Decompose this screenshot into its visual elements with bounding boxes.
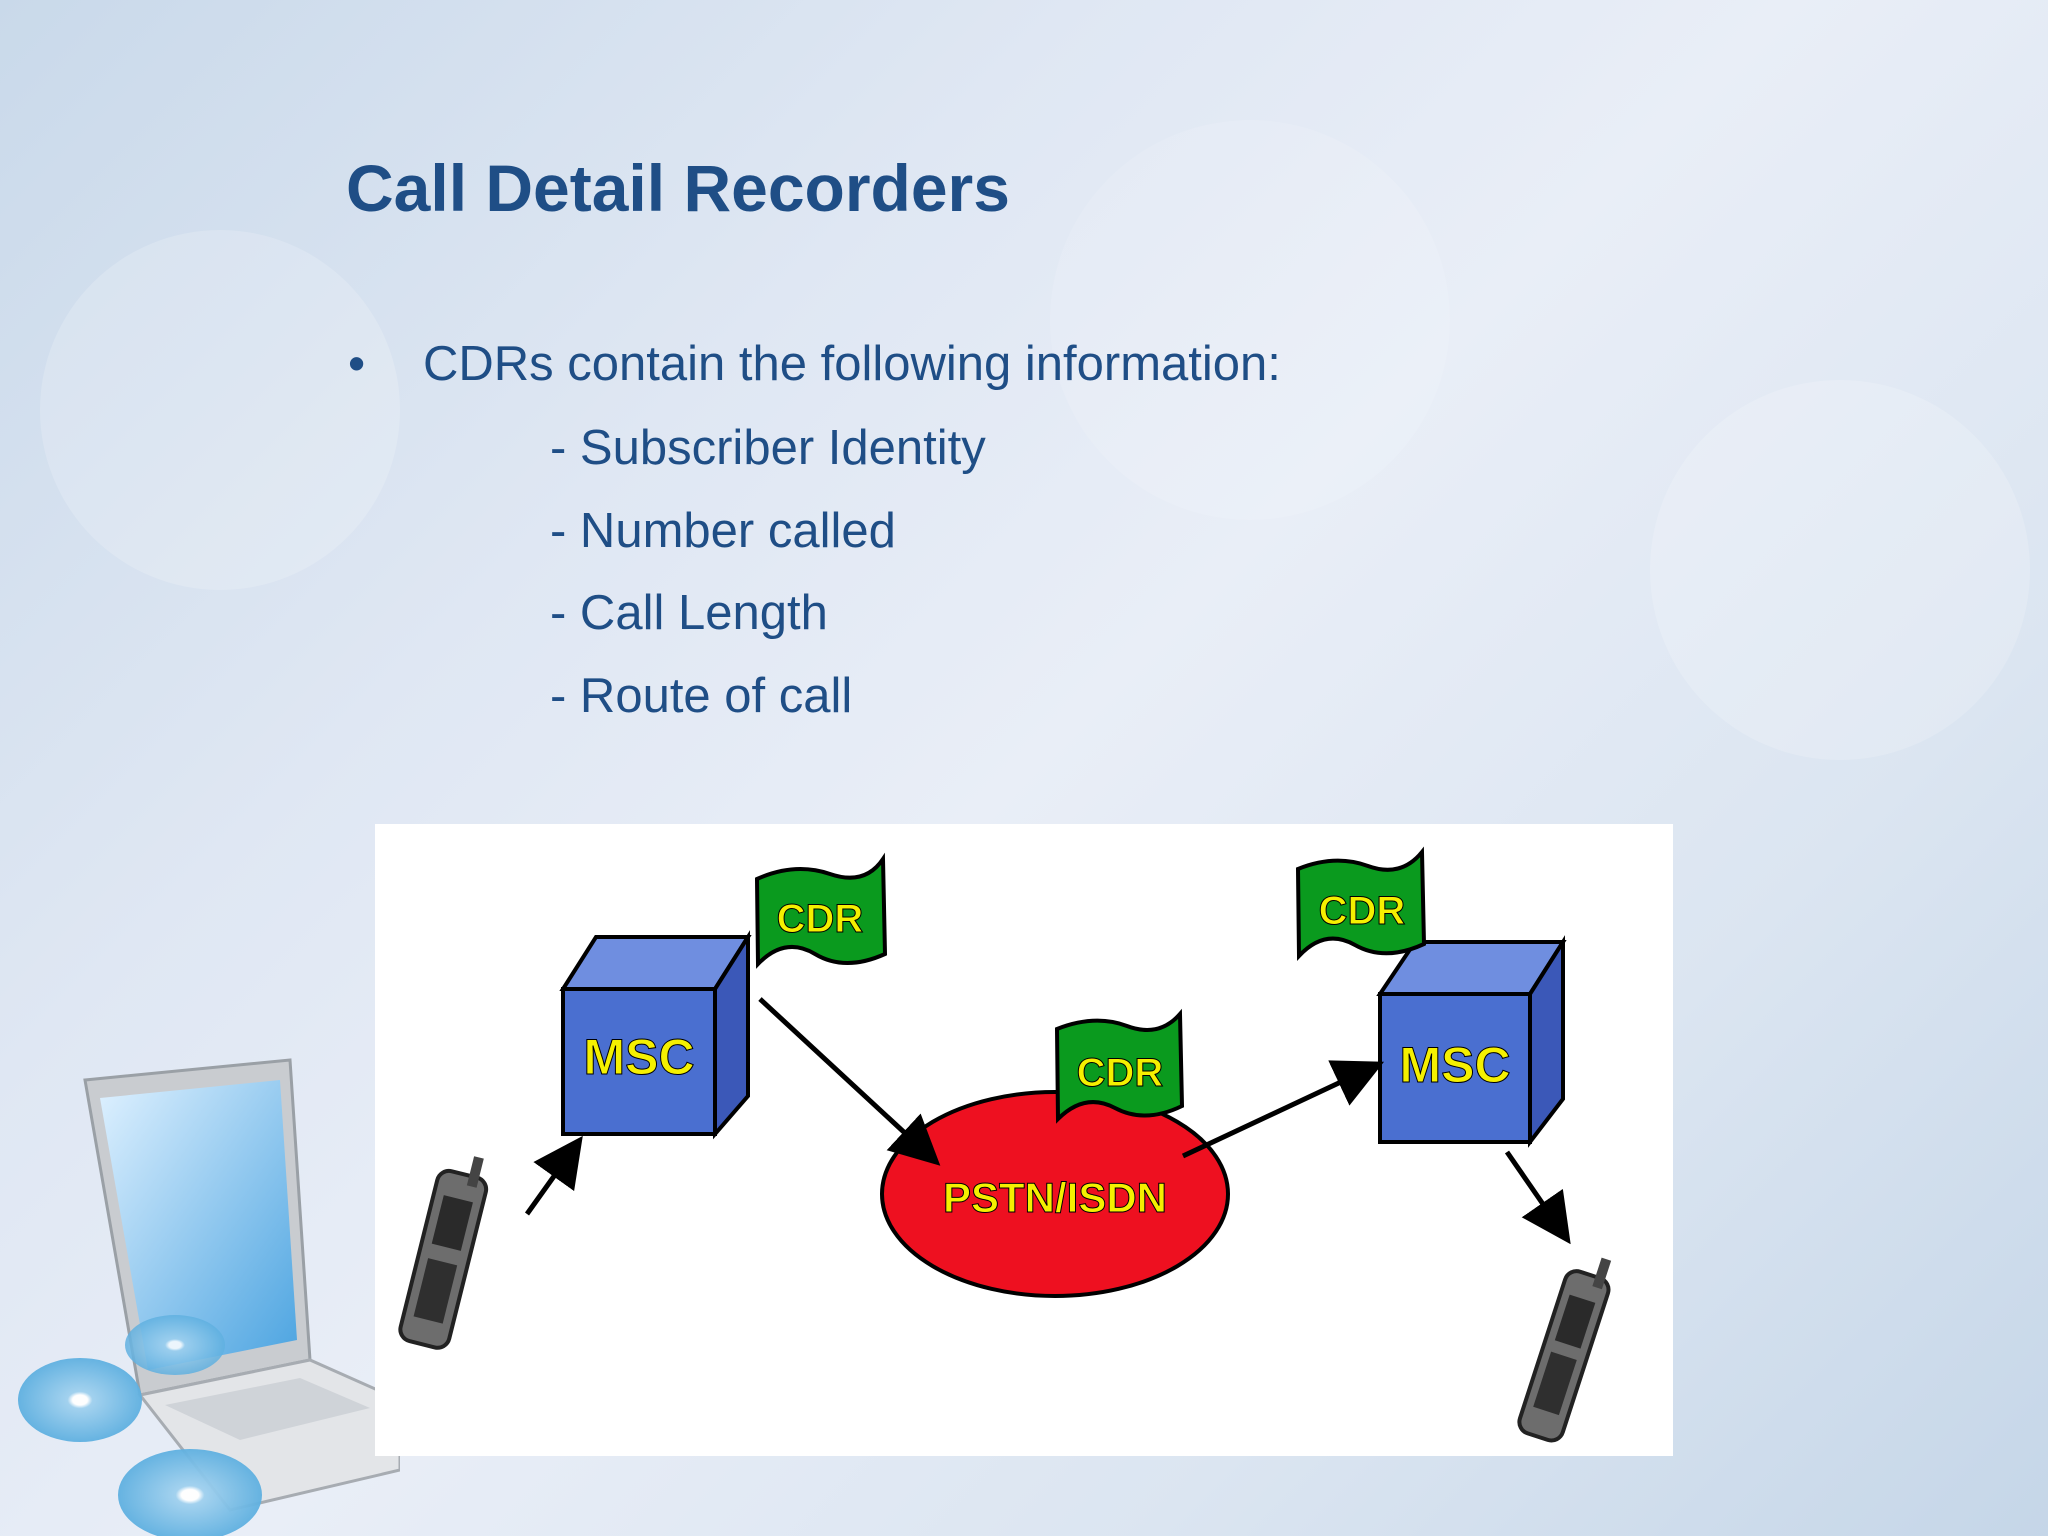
svg-text:CDR: CDR xyxy=(1319,889,1406,933)
background-circle xyxy=(40,230,400,590)
sub-item-subscriber-identity: - Subscriber Identity xyxy=(550,421,986,475)
svg-text:CDR: CDR xyxy=(1077,1051,1164,1095)
bullet-symbol: • xyxy=(348,337,366,391)
sub-item-route-of-call: - Route of call xyxy=(550,669,853,723)
msc-left-label: MSC xyxy=(583,1029,694,1085)
cdr-flag-right: CDR xyxy=(1295,846,1427,962)
disc-icon xyxy=(125,1315,225,1375)
pstn-isdn-network: PSTN/ISDN xyxy=(880,1090,1230,1298)
mobile-phone-icon-left xyxy=(398,1156,489,1350)
laptop-illustration xyxy=(18,1058,400,1536)
svg-text:CDR: CDR xyxy=(777,897,864,941)
disc-icon xyxy=(18,1358,142,1442)
msc-box-right: MSC xyxy=(1376,935,1567,1148)
msc-right-label: MSC xyxy=(1399,1037,1510,1093)
cdr-flag-left: CDR xyxy=(754,852,888,969)
arrow-phone-to-msc xyxy=(524,1135,583,1216)
slide-title: Call Detail Recorders xyxy=(346,151,1010,225)
sub-item-call-length: - Call Length xyxy=(550,586,828,640)
bullet-text: CDRs contain the following information: xyxy=(423,337,1281,391)
cdr-flag-center: CDR xyxy=(1054,1008,1185,1124)
mobile-phone-icon-right xyxy=(1517,1257,1612,1443)
background-circle xyxy=(1050,120,1450,520)
arrow-pstn-to-msc xyxy=(1181,1060,1385,1159)
arrow-msc-to-pstn xyxy=(758,997,941,1166)
msc-box-left: MSC xyxy=(559,930,752,1140)
disc-icon xyxy=(118,1449,262,1536)
network-label: PSTN/ISDN xyxy=(943,1174,1167,1221)
sub-item-number-called: - Number called xyxy=(550,504,896,558)
arrow-msc-to-phone xyxy=(1504,1150,1571,1245)
cdr-network-diagram: MSC MSC PSTN/ISDN CDR CDR CDR xyxy=(375,824,1673,1456)
background-circle xyxy=(1650,380,2030,760)
